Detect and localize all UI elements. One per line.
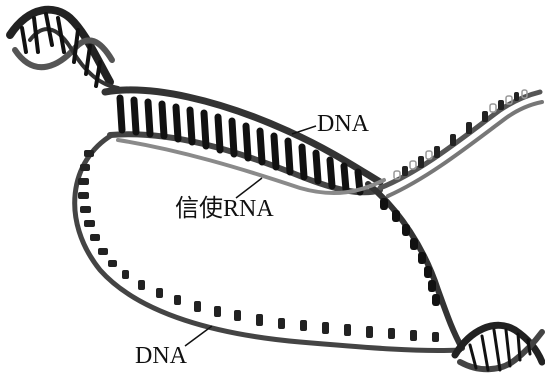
label-dna-bottom: DNA bbox=[135, 344, 187, 368]
label-mrna: 信使RNA bbox=[175, 197, 274, 221]
lower-dna-strand bbox=[368, 184, 462, 348]
upper-left-helix bbox=[10, 10, 118, 88]
upper-dna-strand bbox=[105, 90, 380, 192]
right-upper-strand bbox=[380, 90, 542, 196]
lower-right-helix bbox=[455, 325, 542, 370]
pointer-dna-bottom bbox=[185, 326, 212, 346]
label-dna-top: DNA bbox=[317, 112, 369, 136]
pointer-mrna bbox=[236, 178, 262, 198]
pointer-dna-top bbox=[292, 126, 316, 134]
